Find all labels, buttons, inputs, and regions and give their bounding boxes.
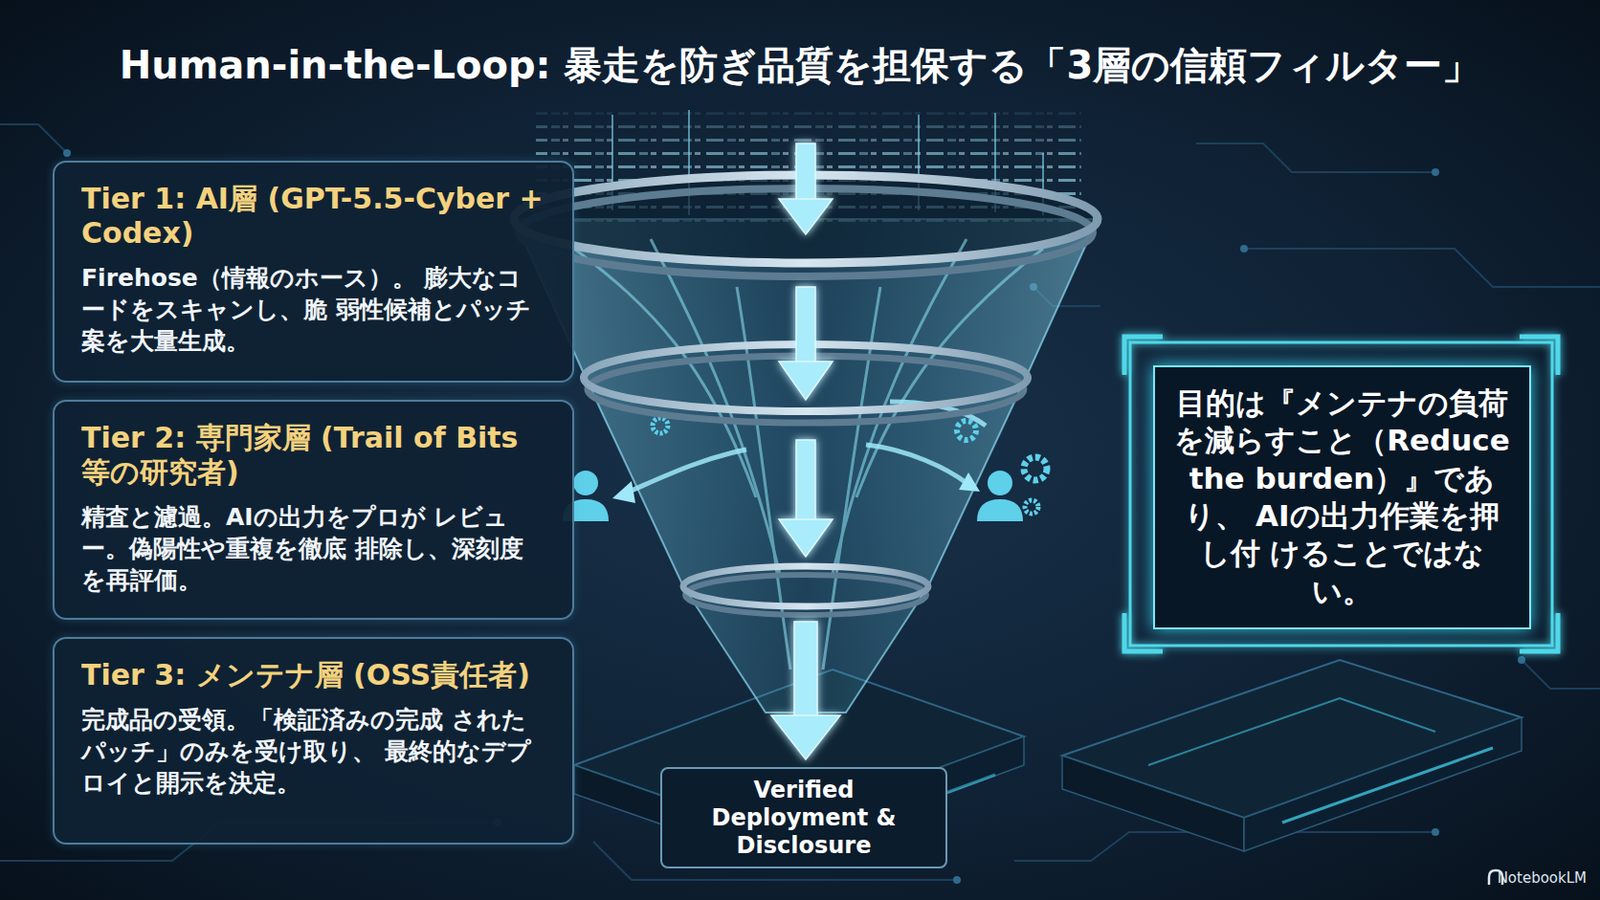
goal-callout: 目的は『メンテナの負荷 を減らすこと（Reduce the burden）』であ…: [1153, 365, 1532, 630]
tier-heading: Tier 3: メンテナ層 (OSS責任者): [81, 658, 546, 693]
tier-panel: Tier 3: メンテナ層 (OSS責任者) 完成品の受領。「検証済みの完成 され…: [52, 637, 575, 845]
tier-panel: Tier 2: 専門家層 (Trail of Bits等の研究者) 精査と濾過。A…: [52, 400, 575, 621]
tier-panel: Tier 1: AI層 (GPT-5.5-Cyber + Codex) Fireh…: [52, 160, 575, 383]
watermark: NotebookLM: [1497, 869, 1587, 888]
tier-heading: Tier 2: 専門家層 (Trail of Bits等の研究者): [81, 421, 546, 490]
goal-text: 目的は『メンテナの負荷 を減らすこと（Reduce the burden）』であ…: [1174, 384, 1511, 611]
tier-description: Firehose（情報のホース）。 膨大なコードをスキャンし、脆 弱性候補とパッ…: [81, 262, 546, 357]
diagram-title: Human-in-the-Loop: 暴走を防ぎ品質を担保する「3層の信頼フィル…: [0, 42, 1600, 89]
tier-heading: Tier 1: AI層 (GPT-5.5-Cyber + Codex): [81, 181, 546, 251]
tier-description: 精査と濾過。AIの出力をプロが レビュー。偽陽性や重複を徹底 排除し、深刻度を再…: [81, 501, 546, 597]
output-box: Verified Deployment & Disclosure: [660, 767, 948, 869]
output-label: Verified Deployment & Disclosure: [673, 777, 934, 860]
tier-description: 完成品の受領。「検証済みの完成 されたパッチ」のみを受け取り、 最終的なデプロイ…: [81, 704, 546, 800]
